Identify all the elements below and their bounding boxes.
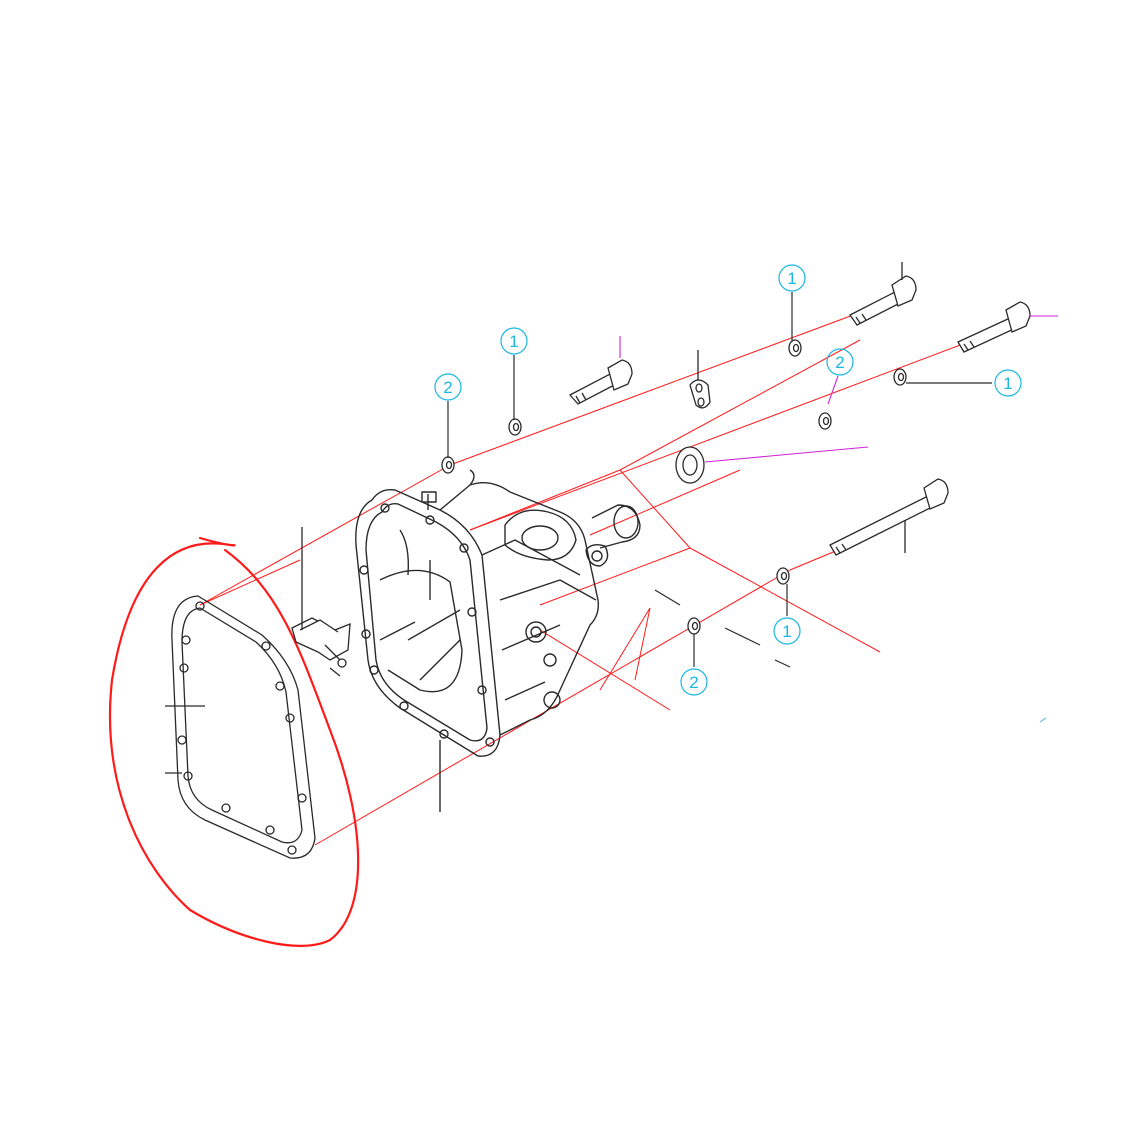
callout-label: 1 [787, 269, 796, 288]
callout-label: 2 [835, 353, 844, 372]
transmission-case [355, 469, 641, 812]
washers [441, 339, 907, 635]
callout-1-d: 1 [994, 369, 1022, 397]
gasket [165, 595, 316, 859]
callout-2-b: 2 [680, 668, 708, 696]
callout-1-a: 2 [434, 373, 462, 401]
plate-and-seal [675, 350, 711, 484]
bolt-short-left [568, 359, 633, 405]
callout-1-c: 1 [778, 264, 806, 292]
callout-label: 1 [782, 622, 791, 641]
callout-leaders [447, 292, 992, 667]
callout-label: 1 [1003, 374, 1012, 393]
highlight-circle [108, 536, 360, 947]
bolt-long-top [849, 262, 917, 326]
callout-2-a: 2 [826, 348, 854, 376]
bolt-long-right [957, 301, 1031, 353]
bracket-clip [291, 527, 351, 677]
magenta-leaders [619, 315, 1058, 463]
callout-1-e: 1 [773, 617, 801, 645]
callout-label: 2 [443, 378, 452, 397]
reference-lines [654, 589, 1047, 723]
bolt-extra-long [829, 478, 949, 556]
callout-label: 2 [689, 673, 698, 692]
callout-1-b: 1 [500, 327, 528, 355]
callout-label: 1 [509, 332, 518, 351]
